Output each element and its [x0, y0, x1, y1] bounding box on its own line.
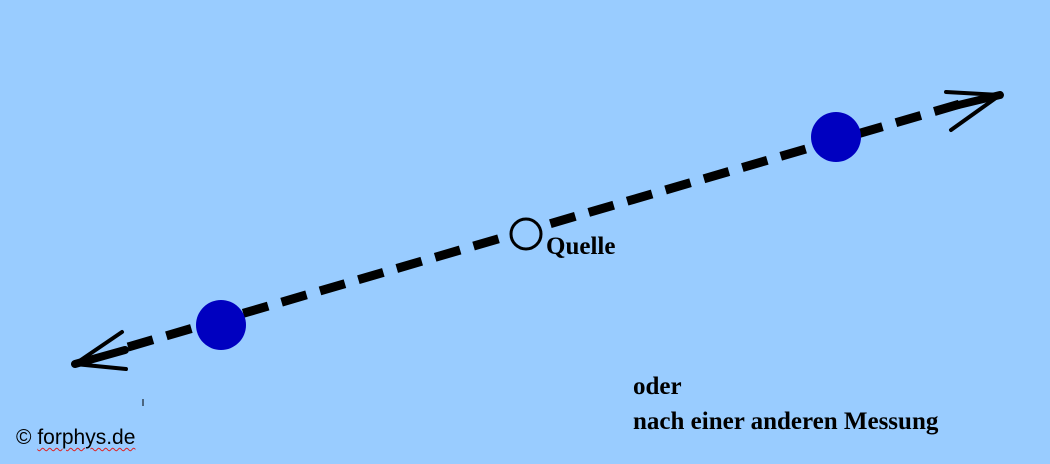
source-point [509, 217, 543, 251]
copyright-symbol: © [16, 426, 32, 449]
copyright-notice: © forphys.de [16, 426, 135, 450]
particle-right [811, 112, 861, 162]
caption-line-2: nach einer anderen Messung [633, 408, 939, 435]
particle-left [196, 300, 246, 350]
copyright-site: forphys.de [37, 426, 136, 449]
arrowhead-left-icon [71, 330, 129, 371]
caption-line-1: oder [633, 373, 682, 400]
arrowhead-right-icon [942, 90, 1004, 132]
source-label: Quelle [546, 233, 616, 260]
